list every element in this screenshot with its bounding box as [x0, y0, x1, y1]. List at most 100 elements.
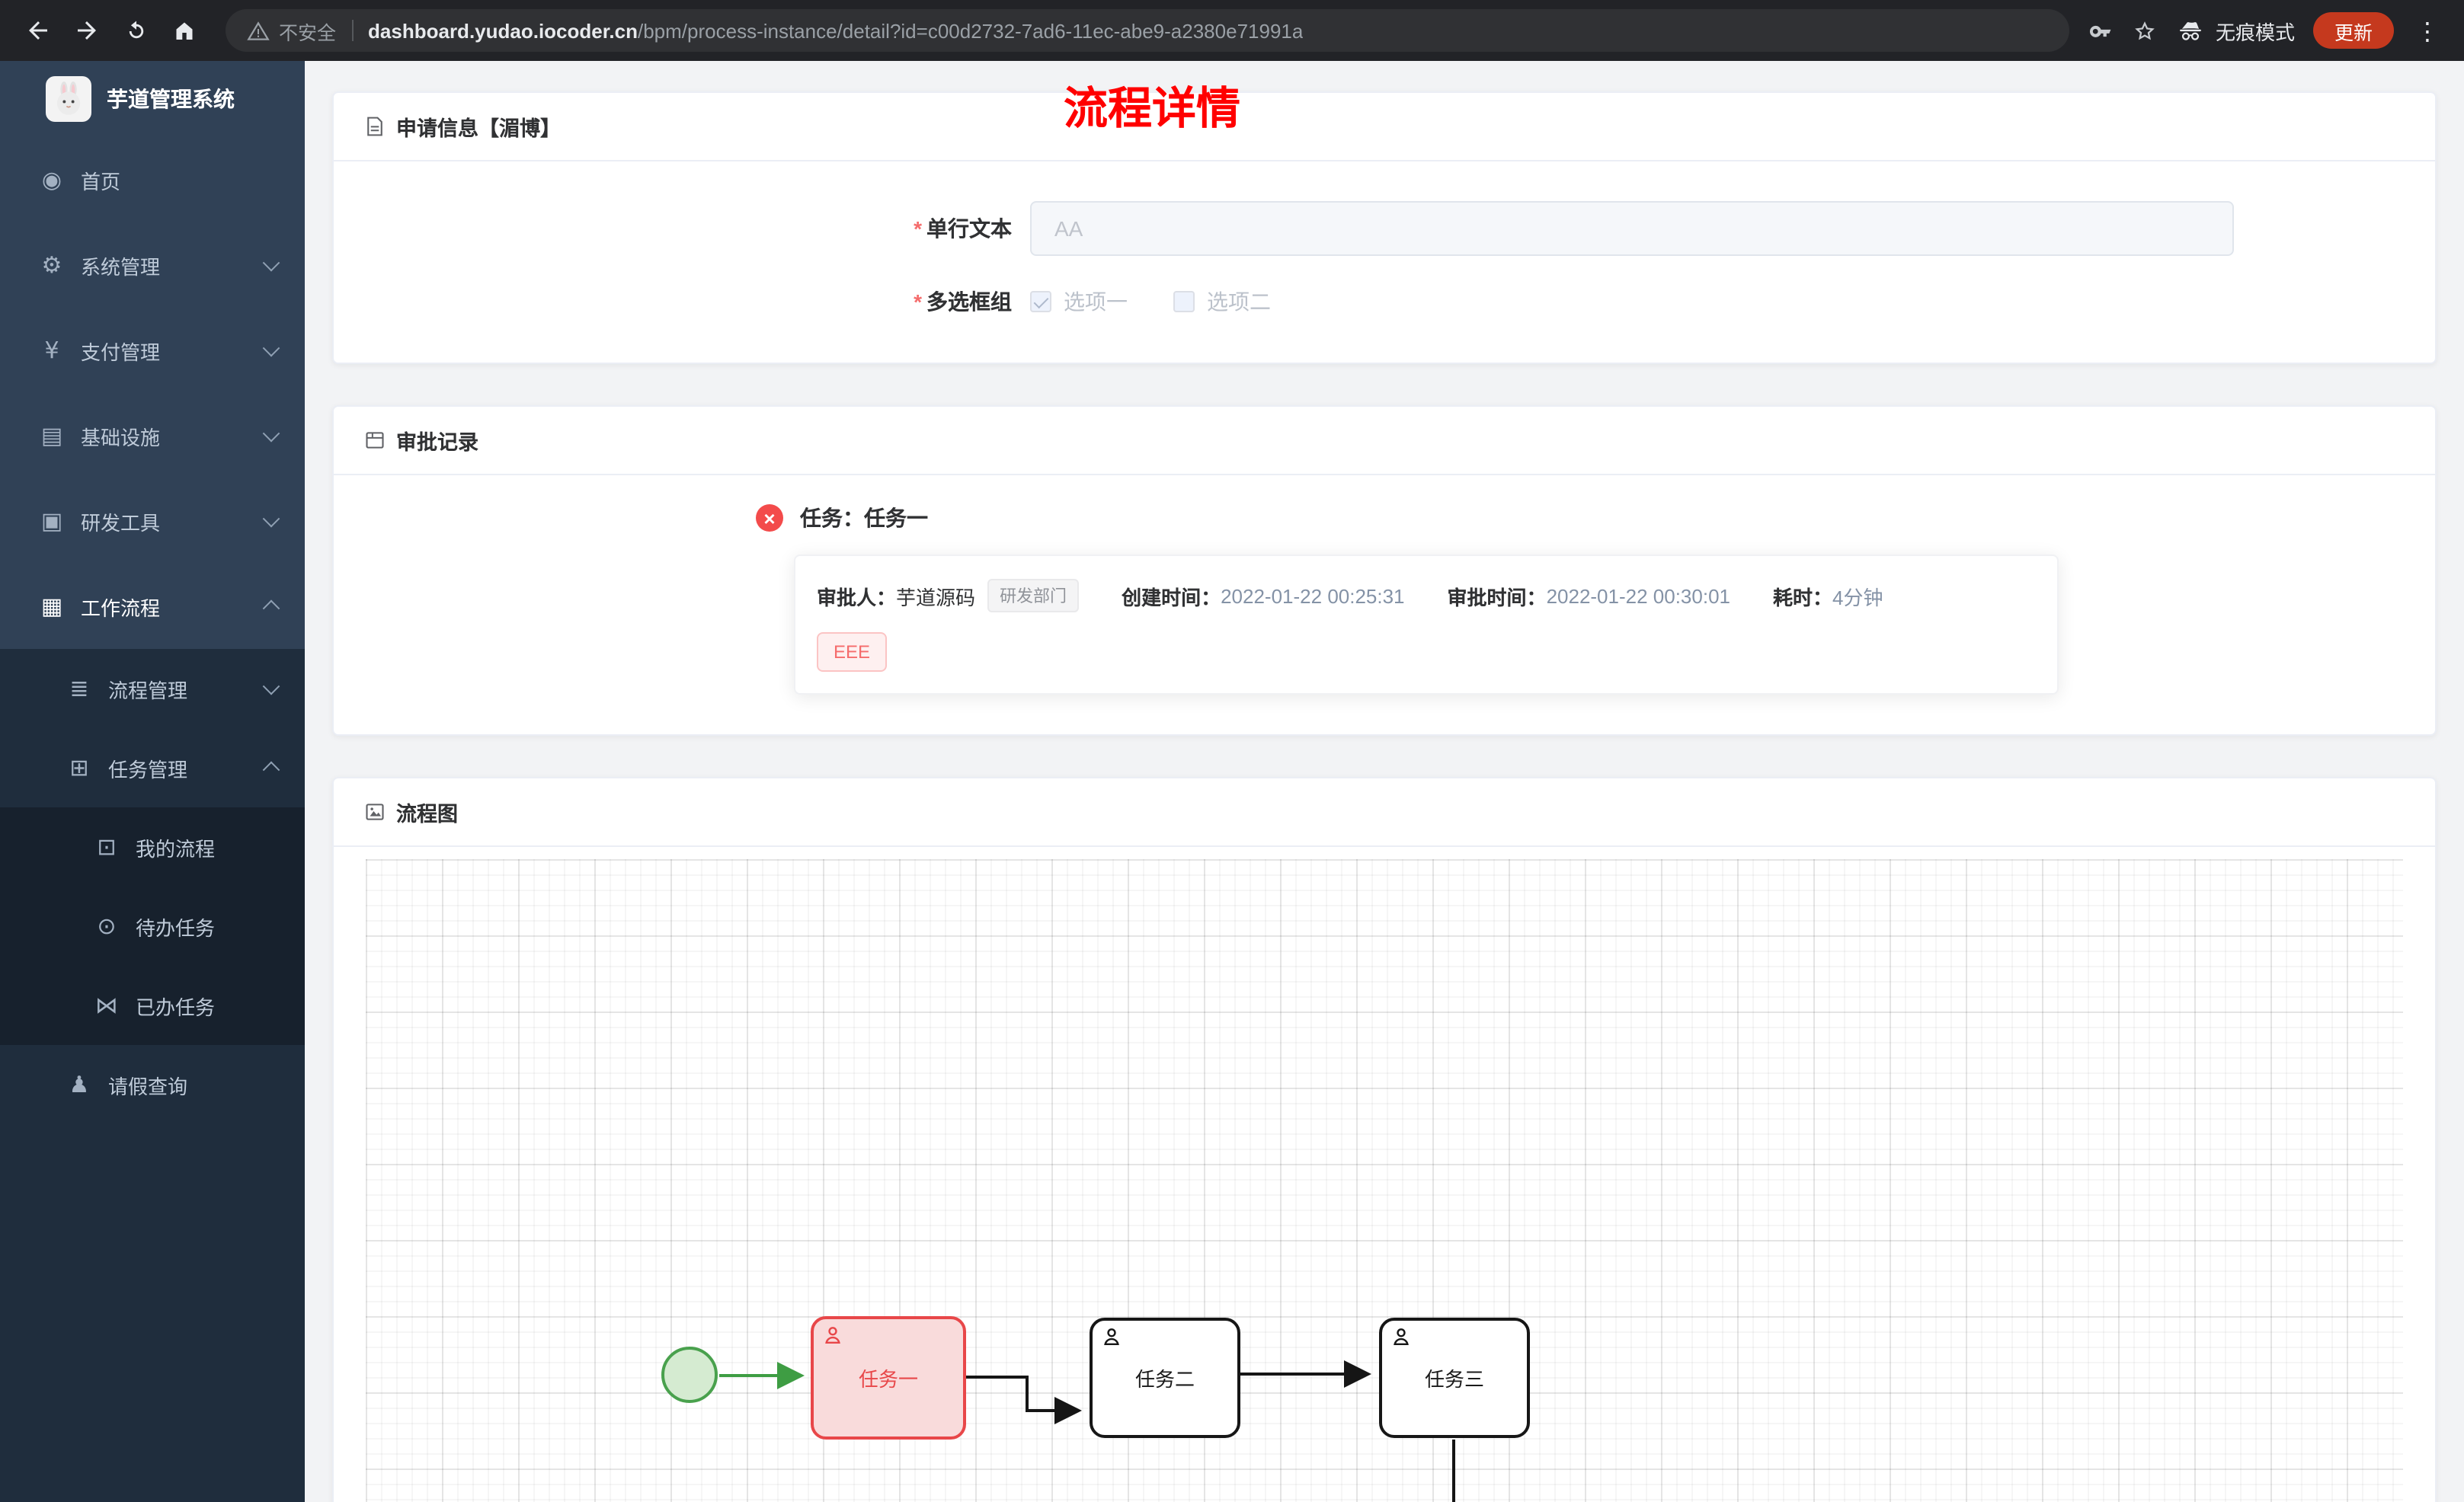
created-time-item: 创建时间： 2022-01-22 00:25:31 — [1122, 581, 1404, 610]
approver-item: 审批人： 芋道源码 研发部门 — [817, 579, 1080, 612]
url-domain: dashboard.yudao.iocoder.cn — [368, 19, 638, 42]
single-line-text-input[interactable] — [1030, 201, 2234, 256]
sidebar-item-todo-tasks[interactable]: ⊙ 待办任务 — [0, 887, 305, 966]
back-button[interactable] — [15, 8, 61, 53]
sidebar-item-system[interactable]: ⚙ 系统管理 — [0, 222, 305, 308]
approved-time-item: 审批时间： 2022-01-22 00:30:01 — [1448, 581, 1730, 610]
user-task-icon — [1391, 1327, 1411, 1347]
approval-record-card: 审批记录 × 任务：任务一 审批人： 芋道源码 研发部门 — [332, 405, 2437, 736]
bpmn-start-event[interactable] — [661, 1347, 718, 1403]
sidebar-item-process-mgmt[interactable]: ≣ 流程管理 — [0, 649, 305, 728]
forward-icon — [78, 21, 96, 40]
home-button[interactable] — [162, 8, 207, 53]
sidebar-item-payment[interactable]: ¥ 支付管理 — [0, 308, 305, 393]
sidebar-item-workflow[interactable]: ▦ 工作流程 — [0, 564, 305, 649]
workflow-icon: ▦ — [40, 593, 63, 620]
logo-rabbit-avatar — [46, 76, 91, 122]
sidebar-item-devtools[interactable]: ▣ 研发工具 — [0, 478, 305, 564]
checkbox-field-label: *多选框组 — [914, 289, 1012, 314]
incognito-badge[interactable]: 无痕模式 — [2176, 16, 2295, 45]
back-icon — [29, 21, 47, 40]
task-grid-icon: ⊞ — [69, 754, 89, 781]
bpmn-task-3[interactable]: 任务三 — [1379, 1318, 1530, 1438]
bookmark-star-icon[interactable] — [2132, 18, 2158, 43]
chevron-icon — [262, 599, 280, 618]
incognito-icon — [2180, 21, 2201, 40]
duration-label: 耗时： — [1773, 586, 1833, 609]
created-time: 2022-01-22 00:25:31 — [1221, 584, 1405, 607]
key-icon[interactable] — [2088, 18, 2114, 43]
process-diagram-header: 流程图 — [334, 778, 2435, 847]
dept-tag: 研发部门 — [987, 579, 1080, 612]
dashboard-icon: ◉ — [41, 166, 62, 193]
forward-button[interactable] — [64, 8, 110, 53]
approval-timeline: × 任务：任务一 审批人： 芋道源码 研发部门 创建时间： — [334, 475, 2435, 734]
checkbox-option[interactable]: 选项一 — [1030, 286, 1128, 317]
user-task-icon — [823, 1325, 843, 1345]
approver-name: 芋道源码 — [896, 586, 976, 609]
browser-chrome: 不安全 dashboard.yudao.iocoder.cn/bpm/proce… — [0, 0, 2464, 61]
duration-item: 耗时： 4分钟 — [1773, 581, 1883, 610]
chevron-icon — [262, 424, 280, 443]
chevron-icon — [262, 510, 280, 528]
chrome-update-button[interactable]: 更新 — [2312, 12, 2394, 49]
sidebar: 芋道管理系统 ◉ 首页 ⚙ 系统管理 ¥ 支付管理 ▤ 基础设施 ▣ 研发工具 … — [0, 61, 305, 1502]
checkbox-option[interactable]: 选项二 — [1173, 286, 1271, 317]
bpmn-canvas[interactable]: 任务一 任务二 任务三 — [366, 859, 2403, 1502]
done-task-icon: ⋈ — [95, 992, 118, 1019]
chevron-icon — [262, 254, 280, 272]
home-icon — [176, 22, 193, 40]
omnibox-divider — [351, 20, 354, 41]
yen-icon: ¥ — [44, 337, 59, 364]
sidebar-item-home[interactable]: ◉ 首页 — [0, 137, 305, 222]
my-process-icon: ⊡ — [97, 833, 117, 861]
task-label: 任务二 — [1134, 1368, 1195, 1391]
sidebar-item-leave-query[interactable]: ♟ 请假查询 — [0, 1045, 305, 1124]
sidebar-item-infrastructure[interactable]: ▤ 基础设施 — [0, 393, 305, 478]
sidebar-filler — [0, 1124, 305, 1502]
chevron-icon — [262, 677, 280, 695]
bpmn-task-2[interactable]: 任务二 — [1090, 1318, 1240, 1438]
sidebar-item-task-mgmt[interactable]: ⊞ 任务管理 — [0, 728, 305, 807]
form-row-checkbox: *多选框组 选项一 选项二 — [334, 286, 2435, 317]
apply-info-card: 申请信息【湄博】 *单行文本 *多选框组 选项一 选项二 — [332, 91, 2437, 364]
approved-time: 2022-01-22 00:30:01 — [1546, 584, 1730, 607]
security-warning-icon — [247, 21, 270, 40]
toolbox-icon: ▣ — [40, 507, 63, 535]
required-star: * — [914, 216, 922, 241]
checkbox-label: 选项一 — [1064, 289, 1128, 314]
apply-info-title: 申请信息【湄博】 — [396, 117, 561, 140]
approval-detail-card: 审批人： 芋道源码 研发部门 创建时间： 2022-01-22 00:25:31… — [794, 554, 2059, 695]
sidebar-item-done-tasks[interactable]: ⋈ 已办任务 — [0, 966, 305, 1045]
bpmn-connectors — [719, 1360, 1455, 1502]
address-bar[interactable]: 不安全 dashboard.yudao.iocoder.cn/bpm/proce… — [226, 9, 2069, 52]
approval-meta-row: 审批人： 芋道源码 研发部门 创建时间： 2022-01-22 00:25:31… — [817, 579, 2036, 612]
process-list-icon: ≣ — [69, 675, 89, 702]
eye-icon: ⊙ — [97, 912, 117, 940]
chrome-menu-icon[interactable]: ⋮ — [2415, 16, 2440, 45]
apply-info-header: 申请信息【湄博】 — [334, 93, 2435, 161]
page-title: 流程详情 — [1063, 85, 1241, 134]
bpmn-task-1[interactable]: 任务一 — [811, 1316, 966, 1440]
checkbox-group: 选项一 选项二 — [1030, 286, 1317, 317]
timeline-head: × 任务：任务一 — [756, 503, 2435, 533]
app-root: 芋道管理系统 ◉ 首页 ⚙ 系统管理 ¥ 支付管理 ▤ 基础设施 ▣ 研发工具 … — [0, 61, 2464, 1502]
incognito-label: 无痕模式 — [2215, 21, 2295, 43]
process-diagram-card: 流程图 任 — [332, 777, 2437, 1502]
approval-comment-tag: EEE — [817, 632, 888, 672]
main-content: 流程详情 申请信息【湄博】 *单行文本 *多选框组 选项一 — [305, 61, 2464, 1502]
person-icon: ♟ — [69, 1071, 90, 1098]
refresh-button[interactable] — [113, 8, 158, 53]
duration-value: 4分钟 — [1832, 586, 1883, 609]
approver-label: 审批人： — [817, 586, 897, 609]
sidebar-item-my-process[interactable]: ⊡ 我的流程 — [0, 807, 305, 887]
chevron-icon — [262, 761, 280, 779]
apply-form: *单行文本 *多选框组 选项一 选项二 — [334, 161, 2435, 363]
security-label: 不安全 — [279, 22, 337, 43]
record-icon — [366, 432, 384, 449]
approval-record-title: 审批记录 — [396, 431, 478, 454]
task-label: 任务三 — [1424, 1368, 1484, 1391]
checkbox-box — [1030, 291, 1051, 312]
app-logo[interactable]: 芋道管理系统 — [0, 61, 305, 137]
document-icon — [367, 117, 382, 136]
